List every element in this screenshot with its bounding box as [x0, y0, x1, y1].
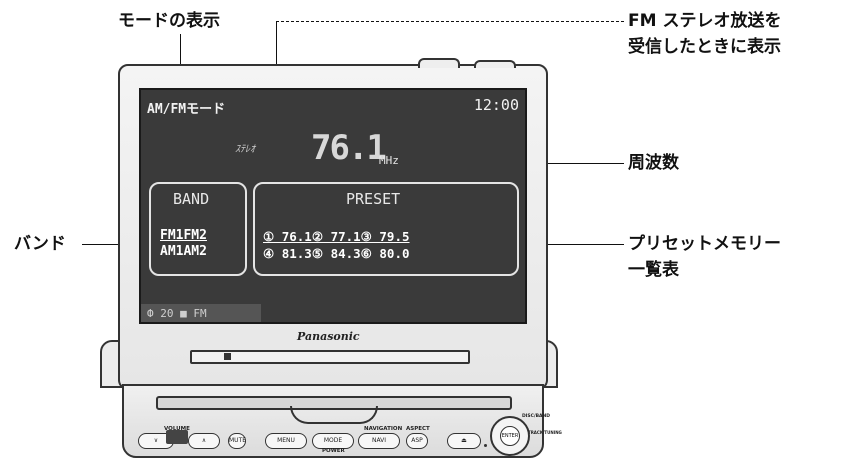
band-title: BAND [173, 190, 210, 208]
mode-button[interactable]: MODE [312, 433, 354, 449]
panel-arc [290, 406, 378, 424]
navigation-label: NAVIGATION [364, 426, 403, 432]
band-box [149, 182, 247, 276]
navi-button[interactable]: NAVI [358, 433, 400, 449]
band-row-1[interactable]: FM1FM2 [160, 228, 207, 243]
power-label: POWER [322, 448, 345, 454]
preset-box [253, 182, 519, 276]
eject-button[interactable]: ⏏ [447, 433, 481, 449]
status-footer: Ф 20 ■ FM [147, 307, 207, 320]
callout-band: バンド [14, 234, 66, 254]
brand-logo: Panasonic [297, 330, 360, 343]
frequency-unit: MHz [379, 154, 399, 167]
asp-button[interactable]: ASP [406, 433, 428, 449]
preset-row-1[interactable]: ① 76.1② 77.1③ 79.5 [263, 229, 410, 244]
callout-fm-stereo-2: 受信したときに表示 [628, 37, 781, 57]
track-tuning-label: TRACK/TUNING [528, 430, 562, 435]
volume-label: VOLUME [164, 426, 190, 432]
callout-preset-list: プリセットメモリー [628, 234, 781, 254]
disc-band-label: DISC/BAND [522, 414, 551, 419]
cd-slot [156, 396, 512, 410]
indicator-dot [484, 444, 487, 447]
leader-preset [504, 244, 624, 245]
display-screen: AM/FMモード 12:00 ｽﾃﾚｵ 76.1 MHz BAND FM1FM2… [139, 88, 527, 324]
stereo-indicator: ｽﾃﾚｵ [235, 144, 255, 155]
callout-fm-stereo: FM ステレオ放送を [628, 11, 782, 31]
mode-label: AM/FMモード [147, 102, 226, 117]
menu-button[interactable]: MENU [265, 433, 307, 449]
callout-frequency: 周波数 [628, 153, 679, 173]
clock: 12:00 [473, 96, 519, 114]
preset-title: PRESET [346, 190, 401, 208]
disc-slot [190, 350, 470, 364]
preset-row-2[interactable]: ④ 81.3⑤ 84.3⑥ 80.0 [263, 246, 410, 261]
volume-up-button[interactable]: ∧ [188, 433, 220, 449]
top-button-right[interactable] [474, 60, 516, 68]
callout-mode-display: モードの表示 [118, 11, 220, 31]
aspect-label: ASPECT [406, 426, 430, 432]
enter-button[interactable]: ENTER [500, 426, 520, 446]
frequency-value: 76.1 [311, 128, 387, 168]
slot-marker [224, 353, 231, 360]
callout-preset-list-2: 一覧表 [628, 260, 679, 280]
top-button-left[interactable] [418, 58, 460, 68]
band-row-2[interactable]: AM1AM2 [160, 244, 207, 259]
mute-button[interactable]: MUTE [228, 433, 246, 449]
status-footer-bar [141, 304, 261, 322]
leader-stereo-h [276, 21, 624, 22]
volume-knob[interactable] [166, 430, 188, 444]
